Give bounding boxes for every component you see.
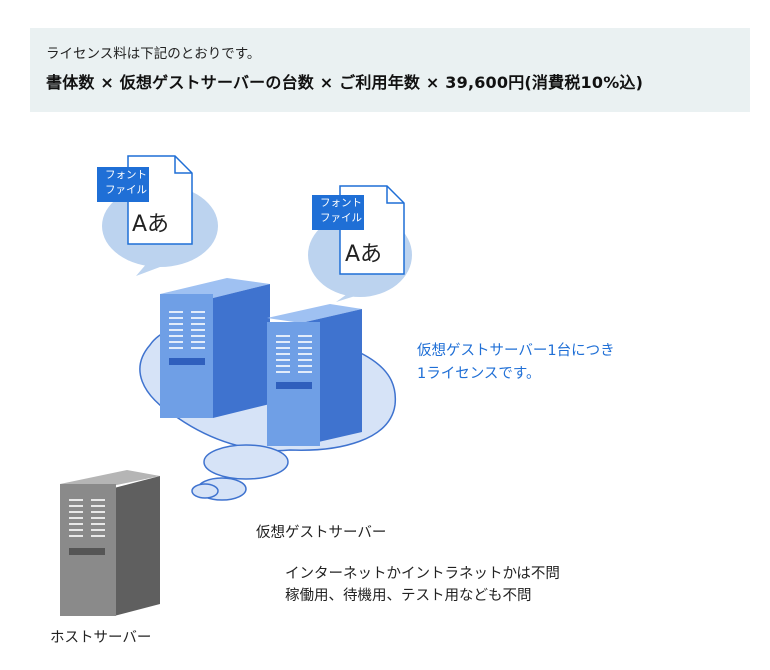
font-file-1-tag: フォント ファイル	[97, 168, 149, 198]
font-file-2-tag-line1: フォント	[320, 197, 362, 209]
banner-intro-text: ライセンス料は下記のとおりです。	[46, 46, 261, 62]
conditions-text: インターネットかイントラネットかは不問 稼働用、待機用、テスト用なども不問	[285, 563, 560, 607]
note-line2: 1ライセンスです。	[417, 366, 541, 382]
license-fee-banner: ライセンス料は下記のとおりです。 書体数 × 仮想ゲストサーバーの台数 × ご利…	[30, 28, 750, 112]
guest-server-2-icon	[267, 304, 362, 446]
font-file-icon-2	[312, 185, 405, 275]
note-line1: 仮想ゲストサーバー1台につき	[417, 343, 615, 359]
banner-formula-text: 書体数 × 仮想ゲストサーバーの台数 × ご利用年数 × 39,600円(消費税…	[46, 73, 644, 92]
guest-server-1-icon	[160, 278, 270, 418]
license-per-guest-note: 仮想ゲストサーバー1台につき 1ライセンスです。	[417, 340, 615, 386]
host-server-label: ホストサーバー	[50, 630, 152, 646]
guest-server-label: 仮想ゲストサーバー	[256, 525, 387, 541]
font-file-2-glyph: Aあ	[345, 242, 383, 267]
condition-line-2: 稼働用、待機用、テスト用なども不問	[285, 588, 532, 604]
font-file-2-tag: フォント ファイル	[312, 196, 364, 226]
font-file-1-glyph: Aあ	[132, 212, 170, 237]
font-file-icon-1	[97, 155, 193, 245]
host-server-icon	[60, 470, 160, 616]
font-file-1-tag-line2: ファイル	[105, 184, 147, 196]
condition-line-1: インターネットかイントラネットかは不問	[285, 566, 560, 582]
font-file-2-tag-line2: ファイル	[320, 212, 362, 224]
font-file-1-tag-line1: フォント	[105, 169, 147, 181]
